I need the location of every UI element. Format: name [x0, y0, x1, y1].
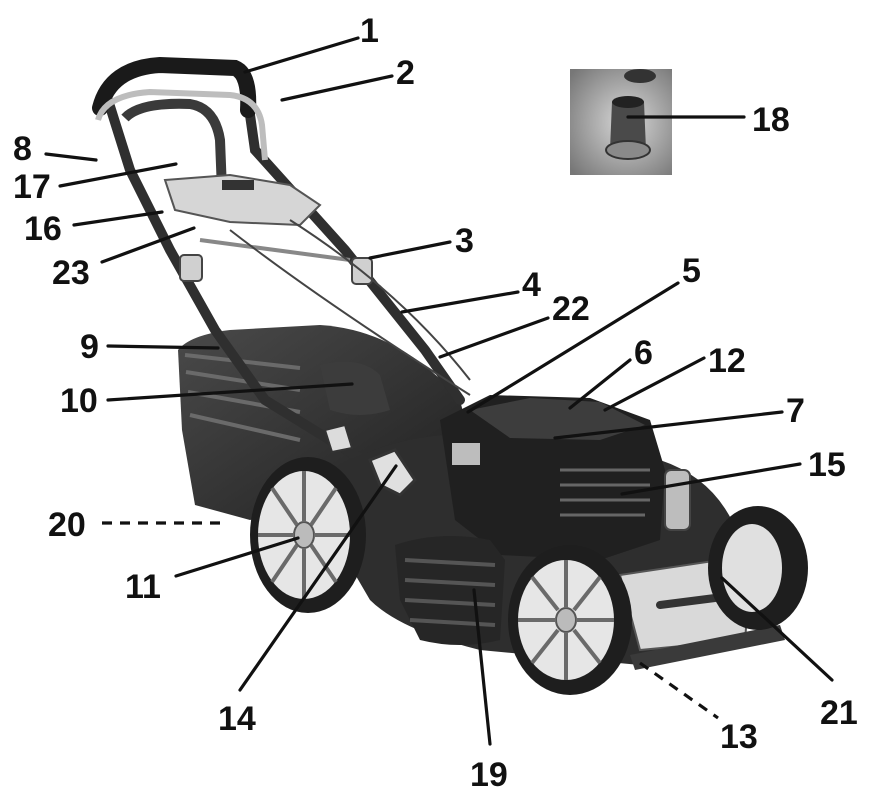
callout-9: 9	[80, 328, 99, 366]
leader-22	[438, 316, 550, 359]
handle-grip	[92, 56, 257, 118]
control-cable-2	[289, 219, 471, 381]
callout-23: 23	[52, 254, 90, 292]
handle-bar-right	[240, 75, 465, 405]
leader-2	[280, 74, 394, 102]
leader-8	[44, 152, 98, 162]
engine-cover-top	[470, 398, 645, 440]
leader-19	[472, 588, 492, 746]
callout-14: 14	[218, 700, 256, 738]
lower-crossbar	[199, 238, 351, 262]
deck-teeth	[630, 625, 785, 670]
callout-18: 18	[752, 101, 790, 139]
control-cable	[229, 229, 471, 396]
callout-11: 11	[125, 568, 161, 606]
handle-knob-left	[179, 254, 203, 282]
leader-1	[243, 36, 360, 74]
leader-3	[368, 240, 452, 260]
callout-6: 6	[634, 334, 653, 372]
leader-lines	[44, 36, 834, 746]
leader-10	[106, 382, 354, 402]
callout-17: 17	[13, 168, 51, 206]
callout-13: 13	[720, 718, 758, 756]
side-panel	[664, 469, 691, 531]
leader-7	[553, 410, 784, 440]
front-housing-ribs	[404, 558, 496, 627]
leader-9	[106, 344, 220, 350]
leader-23	[100, 226, 196, 264]
callout-5: 5	[682, 252, 701, 290]
leader-12	[603, 356, 706, 412]
callout-20: 20	[48, 506, 86, 544]
callout-7: 7	[786, 392, 805, 430]
callout-22: 22	[552, 290, 590, 328]
front-bumper-slot	[656, 594, 719, 609]
inset-nozzle	[610, 102, 646, 150]
callout-15: 15	[808, 446, 846, 484]
callout-21: 21	[820, 694, 858, 732]
leader-5	[466, 281, 680, 414]
callout-10: 10	[60, 382, 98, 420]
inset-nozzle-base	[605, 140, 651, 160]
callout-16: 16	[24, 210, 62, 248]
leader-17	[58, 162, 178, 188]
drive-bail	[95, 88, 268, 161]
callout-8: 8	[13, 130, 32, 168]
callout-19: 19	[470, 756, 508, 794]
inset-top-hole	[624, 69, 656, 83]
callout-3: 3	[455, 222, 474, 260]
catcher-lid	[320, 361, 390, 415]
front-wheel	[508, 545, 632, 695]
leader-16	[72, 210, 164, 227]
callout-1: 1	[360, 12, 379, 50]
mower-illustration	[92, 56, 808, 695]
leader-21	[720, 576, 834, 682]
inner-grip	[121, 98, 227, 191]
control-crossbar	[163, 173, 322, 227]
leader-4	[400, 290, 520, 314]
engine-fins	[560, 468, 650, 517]
leader-15	[620, 462, 802, 496]
leader-6	[568, 358, 632, 410]
front-housing	[395, 536, 505, 645]
callout-4: 4	[522, 266, 541, 304]
callout-12: 12	[708, 342, 746, 380]
leader-13	[639, 661, 719, 720]
callout-numbers: 1 2 3 4 5 6 7 8 9 10 11 12 13 14 15 16 1…	[13, 12, 858, 794]
rear-lever	[323, 423, 354, 454]
leader-11	[174, 536, 300, 578]
callout-2: 2	[396, 54, 415, 92]
inset-nozzle-top	[612, 96, 644, 108]
leader-14	[238, 464, 398, 692]
control-slot	[222, 180, 254, 190]
engine-label	[452, 443, 480, 465]
inset-detail	[570, 69, 672, 175]
